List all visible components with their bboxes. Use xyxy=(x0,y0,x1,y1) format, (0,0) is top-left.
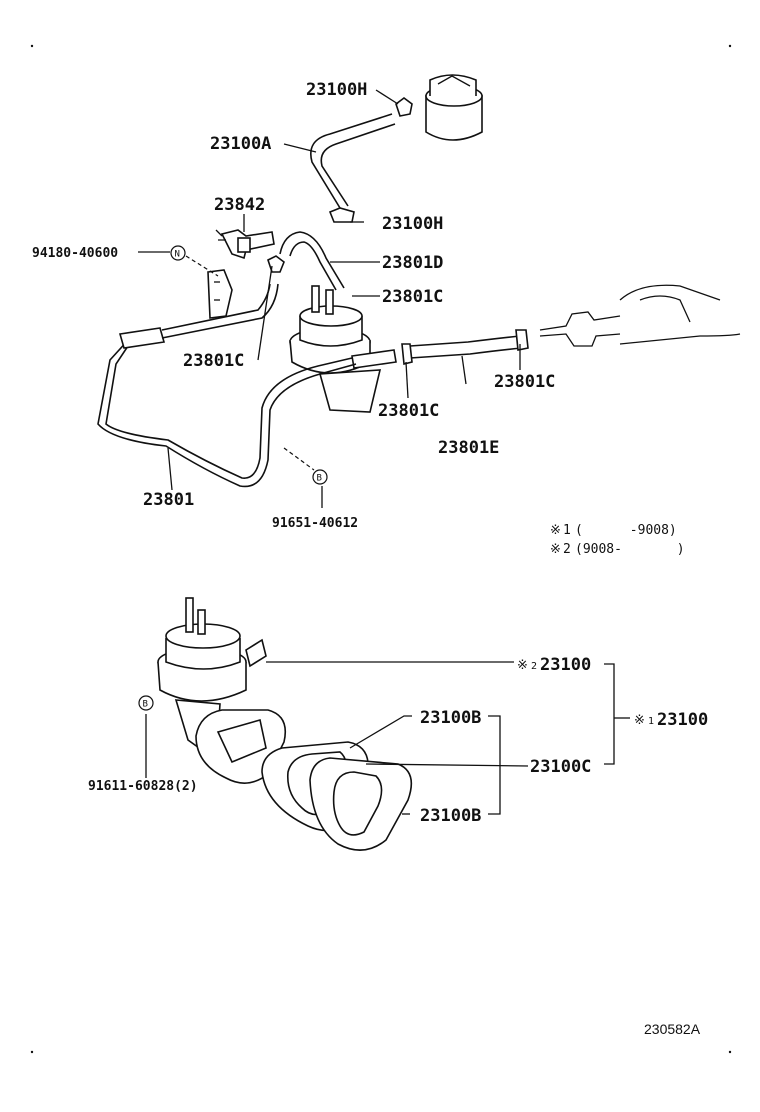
svg-text:1: 1 xyxy=(648,716,654,727)
label-23801e: 23801E xyxy=(438,438,499,458)
marker-b-upper: B xyxy=(312,469,328,485)
svg-text:1: 1 xyxy=(563,523,571,538)
label-23100-star1: ※ 1 23100 xyxy=(634,710,708,730)
leader-lines-upper xyxy=(138,89,521,508)
label-23801: 23801 xyxy=(143,490,194,510)
label-23100-star2: ※ 2 23100 xyxy=(517,655,591,675)
label-23801c-left: 23801C xyxy=(183,351,244,371)
gasket-drawings xyxy=(195,709,413,851)
bracket-23842-drawing xyxy=(215,229,275,260)
label-91651-40612: 91651-40612 xyxy=(272,516,358,531)
svg-text:(9008- ): (9008- ) xyxy=(575,542,685,557)
figure-reference: 230582A xyxy=(644,1021,701,1037)
leader-lines-lower xyxy=(145,661,630,815)
label-23801c-center: 23801C xyxy=(378,401,439,421)
label-23801d: 23801D xyxy=(382,253,443,273)
label-23100c: 23100C xyxy=(530,757,591,777)
marker-n: N xyxy=(170,245,186,261)
label-23801c-right-upper: 23801C xyxy=(382,287,443,307)
note-1: ※ 1 ( -9008) xyxy=(550,523,677,538)
svg-text:B: B xyxy=(143,700,148,710)
label-94180-40600: 94180-40600 xyxy=(32,246,118,261)
svg-text:※: ※ xyxy=(517,658,528,673)
label-23801c-far-right: 23801C xyxy=(494,372,555,392)
pipe-23801-drawing xyxy=(97,283,357,488)
fuel-pipe-right-drawing xyxy=(539,284,741,347)
label-91611-60828: 91611-60828(2) xyxy=(88,779,198,794)
label-23842: 23842 xyxy=(214,195,265,215)
svg-text:※: ※ xyxy=(550,542,561,557)
svg-text:B: B xyxy=(317,474,322,484)
label-23100b-bottom: 23100B xyxy=(420,806,481,826)
hose-23100a-drawing xyxy=(310,97,413,223)
svg-text:23100: 23100 xyxy=(540,655,591,675)
label-23100h-mid: 23100H xyxy=(382,214,443,234)
label-23100h-top: 23100H xyxy=(306,80,367,100)
svg-text:2: 2 xyxy=(531,661,537,672)
corner-mark xyxy=(30,44,34,48)
svg-text:2: 2 xyxy=(563,542,571,557)
corner-mark xyxy=(728,1050,732,1054)
corner-mark xyxy=(728,44,732,48)
svg-text:( -9008): ( -9008) xyxy=(575,523,677,538)
corner-mark xyxy=(30,1050,34,1054)
fuel-pump-upper-drawing xyxy=(289,285,382,413)
svg-text:N: N xyxy=(175,250,180,260)
hose-23801d-drawing xyxy=(267,231,345,291)
mounting-bracket-drawing xyxy=(207,269,233,319)
svg-text:※: ※ xyxy=(550,523,561,538)
label-23100a: 23100A xyxy=(210,134,271,154)
svg-text:※: ※ xyxy=(634,713,645,728)
svg-text:23100: 23100 xyxy=(657,710,708,730)
label-23100b-top: 23100B xyxy=(420,708,481,728)
marker-b-lower: B xyxy=(138,695,154,711)
note-2: ※ 2 (9008- ) xyxy=(550,542,685,557)
fuel-filter-drawing xyxy=(425,74,483,141)
